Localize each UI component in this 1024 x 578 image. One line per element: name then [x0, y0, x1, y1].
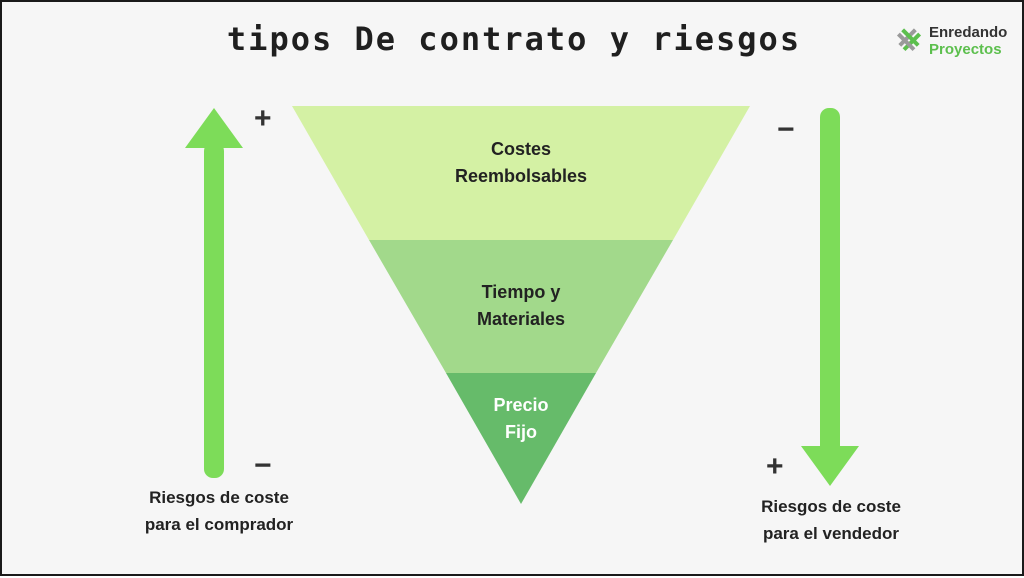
- brand-logo: Enredando Proyectos: [895, 22, 1015, 62]
- seller-minus-sign: −: [777, 113, 795, 146]
- buyer-risk-arrow: [185, 108, 243, 478]
- seller-risk-caption: Riesgos de coste para el vendedor: [761, 497, 901, 543]
- seller-risk-arrow: [801, 108, 859, 486]
- pyramid-level-precio-fijo: [446, 373, 596, 504]
- buyer-risk-caption: Riesgos de coste para el comprador: [144, 488, 294, 534]
- logo-text-primary: Enredando: [929, 24, 1008, 41]
- pyramid-level-costes-reembolsables: [292, 106, 750, 240]
- puzzle-icon: [896, 28, 922, 52]
- buyer-plus-sign: +: [254, 102, 272, 135]
- pyramid-level-tiempo-materiales: [369, 240, 673, 373]
- slide-title: tipos De contrato y riesgos: [226, 20, 802, 58]
- logo-text-secondary: Proyectos: [929, 41, 1002, 58]
- seller-plus-sign: +: [766, 450, 784, 483]
- buyer-minus-sign: −: [254, 449, 272, 482]
